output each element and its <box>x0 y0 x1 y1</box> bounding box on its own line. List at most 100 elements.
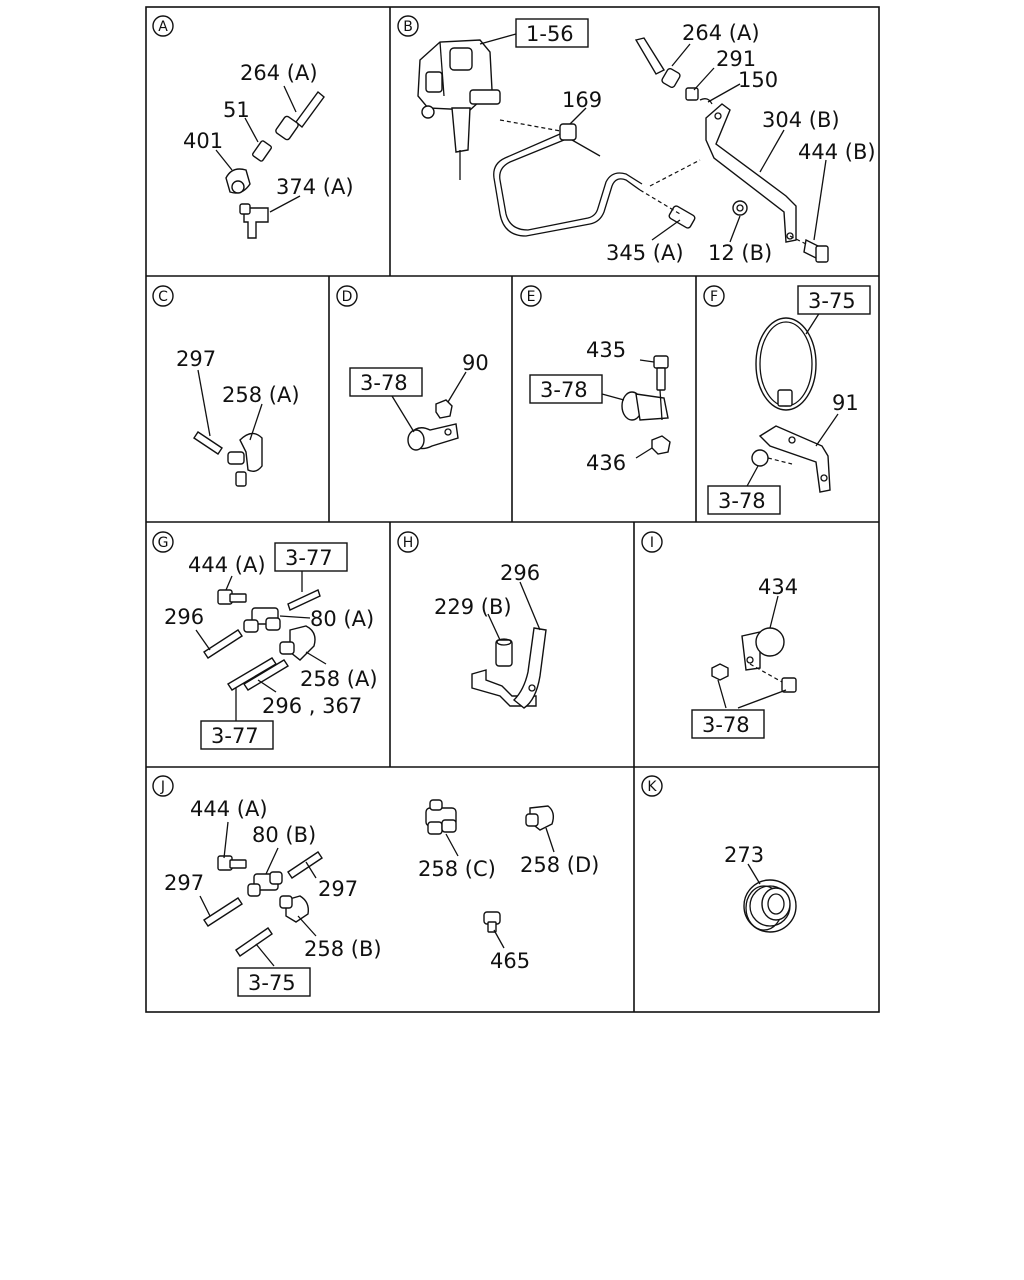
panel-letter-f: F <box>703 285 725 307</box>
label-258c: 258 (C) <box>418 857 496 881</box>
label-296-h: 296 <box>500 561 540 585</box>
grommet-273-drawing <box>743 879 797 933</box>
panel-a: 264 (A) 51 401 374 (A) <box>183 61 354 239</box>
label-435: 435 <box>586 338 626 362</box>
elbow-401-drawing <box>225 168 251 194</box>
label-296-g: 296 <box>164 605 204 629</box>
panel-letter-h: H <box>397 531 419 553</box>
fitting-51-drawing <box>252 140 272 162</box>
label-304b: 304 (B) <box>762 108 840 132</box>
label-273: 273 <box>724 843 764 867</box>
ref-box-3-78-f: 3-78 <box>707 485 781 515</box>
nut-436-drawing <box>651 435 671 455</box>
label-297: 297 <box>176 347 216 371</box>
ref-box-3-78-d: 3-78 <box>349 367 423 397</box>
svg-text:J: J <box>160 779 165 795</box>
label-229b: 229 (B) <box>434 595 512 619</box>
svg-text:G: G <box>158 535 169 551</box>
label-444a-j: 444 (A) <box>190 797 268 821</box>
svg-text:3-75: 3-75 <box>248 971 296 995</box>
pipe-line-drawing <box>493 119 643 237</box>
panel-e: 435 3-78 436 <box>529 338 671 475</box>
hose-264a-b-drawing <box>634 37 681 89</box>
connector-345a-drawing <box>639 159 701 229</box>
tube-297-left-drawing <box>203 897 243 927</box>
ref-box-3-77-top: 3-77 <box>274 542 348 572</box>
svg-text:3-77: 3-77 <box>285 546 333 570</box>
svg-text:3-78: 3-78 <box>540 378 588 402</box>
label-258a-g: 258 (A) <box>300 667 378 691</box>
label-436: 436 <box>586 451 626 475</box>
svg-text:B: B <box>403 19 413 35</box>
panel-d: 3-78 90 <box>349 351 489 451</box>
label-291: 291 <box>716 47 756 71</box>
panel-letters: A B C D E F G H I J K <box>152 15 725 797</box>
panel-b: 1-56 264 (A) 291 150 169 304 (B) 444 (B)… <box>417 18 876 265</box>
svg-text:3-75: 3-75 <box>808 289 856 313</box>
spacer-229b-drawing <box>495 638 513 667</box>
svg-text:A: A <box>158 19 168 35</box>
label-150: 150 <box>738 68 778 92</box>
elbow-258b-drawing <box>279 895 310 923</box>
label-258b: 258 (B) <box>304 937 382 961</box>
hose-296-h-drawing <box>512 627 547 709</box>
svg-text:K: K <box>647 779 657 795</box>
tube-297-drawing <box>193 431 223 455</box>
bolt-444a-g-drawing <box>217 589 247 605</box>
bracket-304b-drawing <box>705 103 797 243</box>
panel-j: 444 (A) 80 (B) 297 297 258 (B) 3-75 258 … <box>164 797 599 997</box>
label-169: 169 <box>562 88 602 112</box>
label-434: 434 <box>758 575 798 599</box>
panel-letter-a: A <box>152 15 174 37</box>
panel-letter-b: B <box>397 15 419 37</box>
label-91: 91 <box>832 391 859 415</box>
ref-box-3-78-e: 3-78 <box>529 374 603 404</box>
panel-k: 273 <box>724 843 797 933</box>
ref-box-3-77-bottom: 3-77 <box>200 720 274 750</box>
panel-letter-c: C <box>152 285 174 307</box>
panel-h: 296 229 (B) <box>434 561 547 709</box>
label-90: 90 <box>462 351 489 375</box>
ref-box-3-78-i: 3-78 <box>691 709 765 739</box>
panel-letter-e: E <box>520 285 542 307</box>
clamp-e-drawing <box>621 389 669 421</box>
label-401: 401 <box>183 129 223 153</box>
svg-text:E: E <box>527 289 536 305</box>
tee-80b-drawing <box>247 871 283 897</box>
bolt-3-78-f-drawing <box>751 449 793 467</box>
panel-letter-d: D <box>336 285 358 307</box>
svg-text:1-56: 1-56 <box>526 22 574 46</box>
ref-box-3-75-j: 3-75 <box>237 967 311 997</box>
label-345a: 345 (A) <box>606 241 684 265</box>
hose-264a-drawing <box>275 90 325 141</box>
bolt-444a-j-drawing <box>217 855 247 871</box>
label-258a: 258 (A) <box>222 383 300 407</box>
label-80b: 80 (B) <box>252 823 316 847</box>
clamp-drawing <box>407 423 459 451</box>
label-444b: 444 (B) <box>798 140 876 164</box>
label-264a-b: 264 (A) <box>682 21 760 45</box>
panel-c: 297 258 (A) <box>176 347 300 487</box>
label-297-left: 297 <box>164 871 204 895</box>
panel-letter-k: K <box>641 775 663 797</box>
svg-text:H: H <box>403 535 414 551</box>
label-297-right: 297 <box>318 877 358 901</box>
svg-text:3-78: 3-78 <box>702 713 750 737</box>
elbow-258a-g-drawing <box>279 625 316 661</box>
tubes-296-367-drawing <box>227 657 289 691</box>
label-444a-g: 444 (A) <box>188 553 266 577</box>
panel-letter-j: J <box>152 775 174 797</box>
label-258d: 258 (D) <box>520 853 599 877</box>
bolt-465-drawing <box>483 911 501 933</box>
elbow-258d-drawing <box>525 805 555 831</box>
panel-i: 434 3-78 <box>691 575 798 739</box>
ref-box-1-56: 1-56 <box>515 18 589 48</box>
elbow-258a-drawing <box>227 432 263 487</box>
label-264a: 264 (A) <box>240 61 318 85</box>
panel-letter-i: I <box>641 531 663 553</box>
label-80a: 80 (A) <box>310 607 374 631</box>
clip-169-drawing <box>559 123 601 157</box>
label-51: 51 <box>223 98 250 122</box>
clip-150-drawing <box>699 98 713 105</box>
